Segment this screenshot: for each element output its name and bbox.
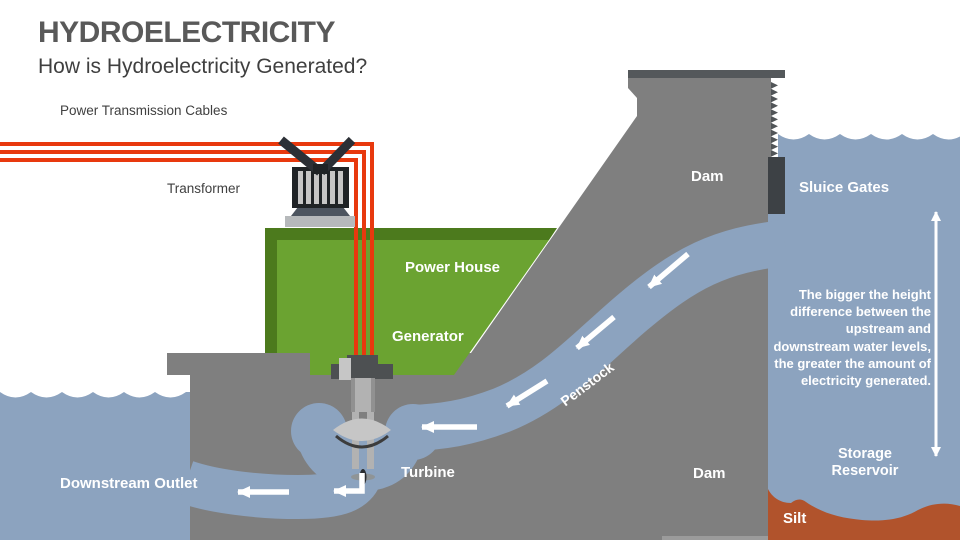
label-storage-reservoir: Storage Reservoir [831,446,899,479]
reservoir-water [768,134,960,540]
turbine-runner [333,418,391,441]
label-dam-upper: Dam [691,168,724,185]
turbine-water [178,403,441,520]
penstock-flow-arrow-3 [505,378,549,409]
penstock-flow-arrow-2 [575,314,616,351]
dam-spillway-serration [771,82,778,157]
flow-arrows [237,211,941,498]
sluice-gate [768,157,785,215]
power-cable-1 [0,142,374,365]
label-power-house: Power House [405,259,501,276]
power-house-body [277,240,549,375]
power-house [265,228,557,375]
dam-base-strip [662,536,768,540]
label-transformer: Transformer [167,181,241,196]
generator-unit [331,355,393,380]
turbine-outflow-arrow [333,473,365,497]
label-generator: Generator [392,328,464,345]
label-turbine: Turbine [401,464,455,481]
label-sluice-gates: Sluice Gates [799,179,890,196]
dam-crest-bar [628,70,785,78]
label-power-transmission-cables: Power Transmission Cables [60,103,228,118]
label-silt: Silt [783,510,807,527]
power-cables [0,142,374,365]
label-dam-lower: Dam [693,465,726,482]
power-cable-3 [0,158,358,365]
power-cable-2 [0,150,366,365]
height-difference-note: The bigger the height difference between… [773,287,931,389]
page-subtitle: How is Hydroelectricity Generated? [38,55,368,78]
downstream-water [0,392,190,540]
penstock-channel [409,214,788,451]
outlet-channel [178,461,384,520]
silt-deposit [768,489,960,540]
page-title: HYDROELECTRICITY [38,16,336,49]
label-downstream-outlet: Downstream Outlet [60,475,198,492]
transformer-unit [278,136,356,227]
penstock-flow-arrow-1 [647,251,690,290]
